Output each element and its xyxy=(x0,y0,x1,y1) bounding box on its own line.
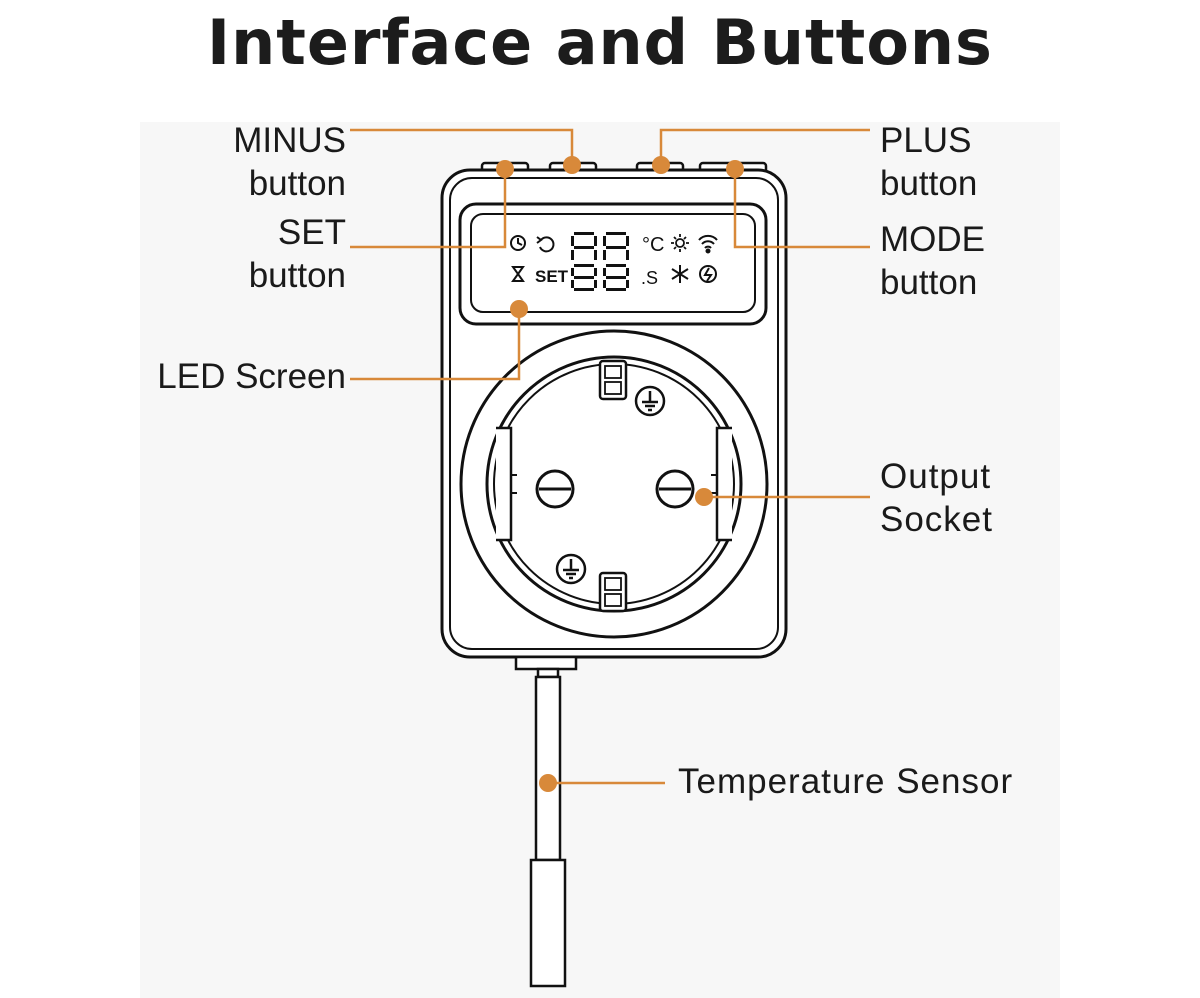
hourglass-icon xyxy=(511,266,525,282)
callout-lines xyxy=(350,128,870,785)
set-dot xyxy=(496,160,514,178)
output-socket xyxy=(459,329,769,639)
cycle-icon xyxy=(536,236,555,253)
page-title: Interface and Buttons xyxy=(207,6,993,79)
temperature-sensor xyxy=(514,655,578,988)
plus-dot xyxy=(652,156,670,174)
power-icon xyxy=(699,265,717,283)
mode-dot xyxy=(726,160,744,178)
mode-button-label: MODE button xyxy=(880,220,985,302)
earth-symbol-top-icon xyxy=(634,385,666,417)
set-button-label: SET button xyxy=(248,213,346,295)
wifi-icon xyxy=(698,234,718,254)
output-dot xyxy=(695,488,713,506)
celsius-unit: °C xyxy=(642,234,664,256)
pin-hole-left xyxy=(535,469,575,509)
plus-button-label: PLUS button xyxy=(880,121,978,203)
sun-icon xyxy=(671,234,689,252)
temperature-sensor-label: Temperature Sensor xyxy=(678,762,1014,801)
snowflake-icon xyxy=(671,265,689,283)
seconds-indicator: .S xyxy=(641,268,658,288)
callout-dots xyxy=(496,156,744,792)
minus-callout-line xyxy=(350,128,574,165)
mode-callout-line xyxy=(733,169,870,249)
plus-callout-line xyxy=(659,128,870,165)
seven-segment-digits-top xyxy=(571,232,629,260)
led-dot xyxy=(510,300,528,318)
set-indicator: SET xyxy=(535,267,569,286)
set-callout-line xyxy=(350,169,507,249)
sensor-dot xyxy=(539,774,557,792)
led-callout-line xyxy=(350,309,521,381)
minus-dot xyxy=(563,156,581,174)
earth-symbol-bottom-icon xyxy=(555,553,587,585)
seven-segment-digits-bottom xyxy=(571,264,629,291)
output-socket-label: Output Socket xyxy=(880,457,993,539)
pin-hole-right xyxy=(655,469,695,509)
led-screen-label: LED Screen xyxy=(157,357,346,396)
clock-icon xyxy=(510,235,526,251)
minus-button-label: MINUS button xyxy=(233,121,346,203)
